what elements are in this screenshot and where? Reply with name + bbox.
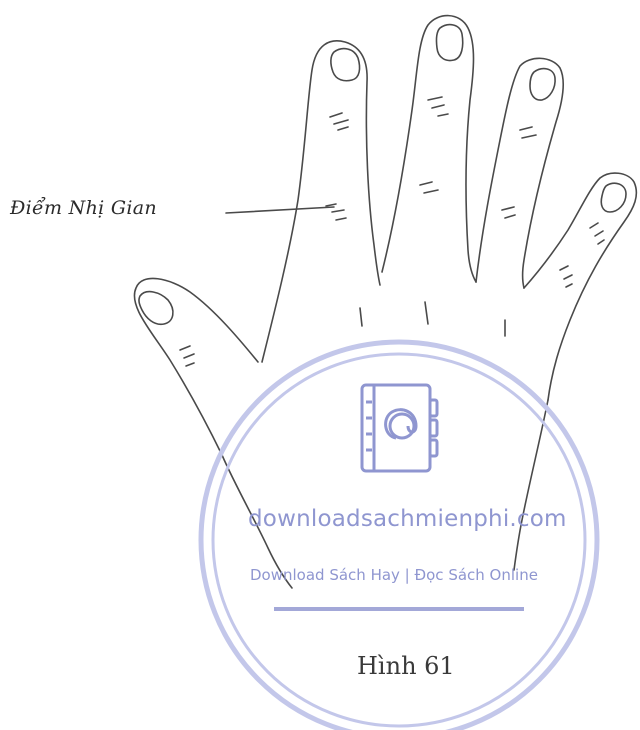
- address-book-icon: [362, 385, 437, 471]
- watermark-divider: [274, 607, 524, 611]
- watermark-site: downloadsachmienphi.com: [248, 506, 567, 532]
- hand-outline: [134, 16, 636, 588]
- watermark-tagline: Download Sách Hay | Đọc Sách Online: [250, 566, 538, 584]
- figure-caption: Hình 61: [357, 652, 455, 680]
- acupoint-label: Điểm Nhị Gian: [10, 197, 157, 219]
